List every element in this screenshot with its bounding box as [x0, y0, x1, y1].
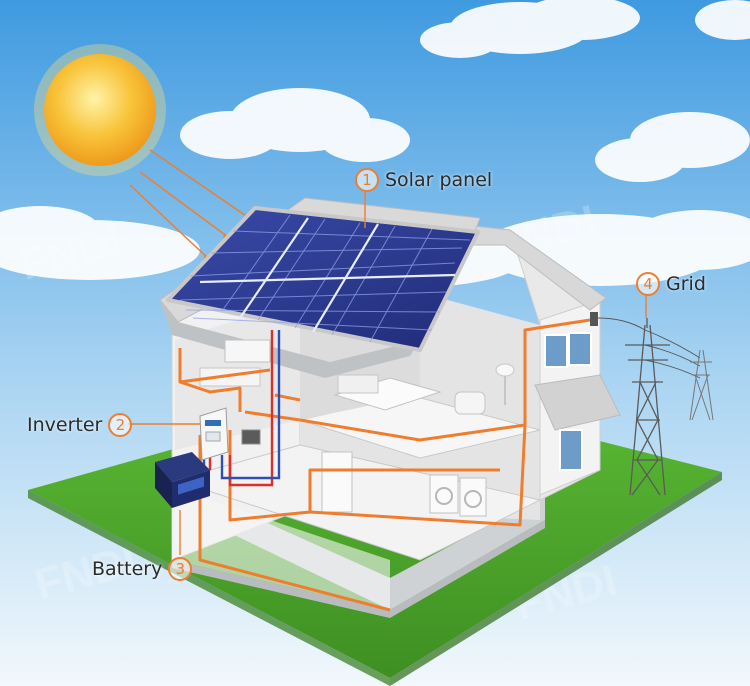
solar-panel[interactable]: [166, 206, 480, 352]
battery-unit[interactable]: [155, 452, 210, 508]
callout-label-inverter: Inverter: [27, 414, 103, 436]
callout-solar-panel: 1 Solar panel: [355, 168, 492, 192]
callout-inverter: Inverter 2: [27, 413, 133, 437]
sun: [34, 44, 166, 176]
callout-leaders: [128, 190, 647, 555]
callout-label-grid: Grid: [666, 273, 706, 295]
inverter-unit[interactable]: [199, 407, 261, 461]
meter-box: [590, 312, 598, 326]
transmission-tower-small: [689, 349, 714, 421]
callout-battery: Battery 3: [92, 557, 193, 581]
interior-furniture: [199, 339, 515, 517]
callout-number: 4: [636, 272, 660, 296]
callout-number: 1: [355, 168, 379, 192]
sun-rays: [129, 149, 256, 263]
callout-label-solar-panel: Solar panel: [385, 169, 493, 191]
callout-number: 2: [108, 413, 133, 437]
clouds: [0, 0, 750, 288]
door: [559, 429, 583, 471]
transmission-tower: [625, 318, 670, 496]
callout-number: 3: [168, 557, 193, 581]
upper-window: [544, 332, 592, 368]
callout-grid: 4 Grid: [636, 272, 706, 296]
house-wiring: [178, 318, 591, 612]
callout-label-battery: Battery: [92, 558, 163, 580]
